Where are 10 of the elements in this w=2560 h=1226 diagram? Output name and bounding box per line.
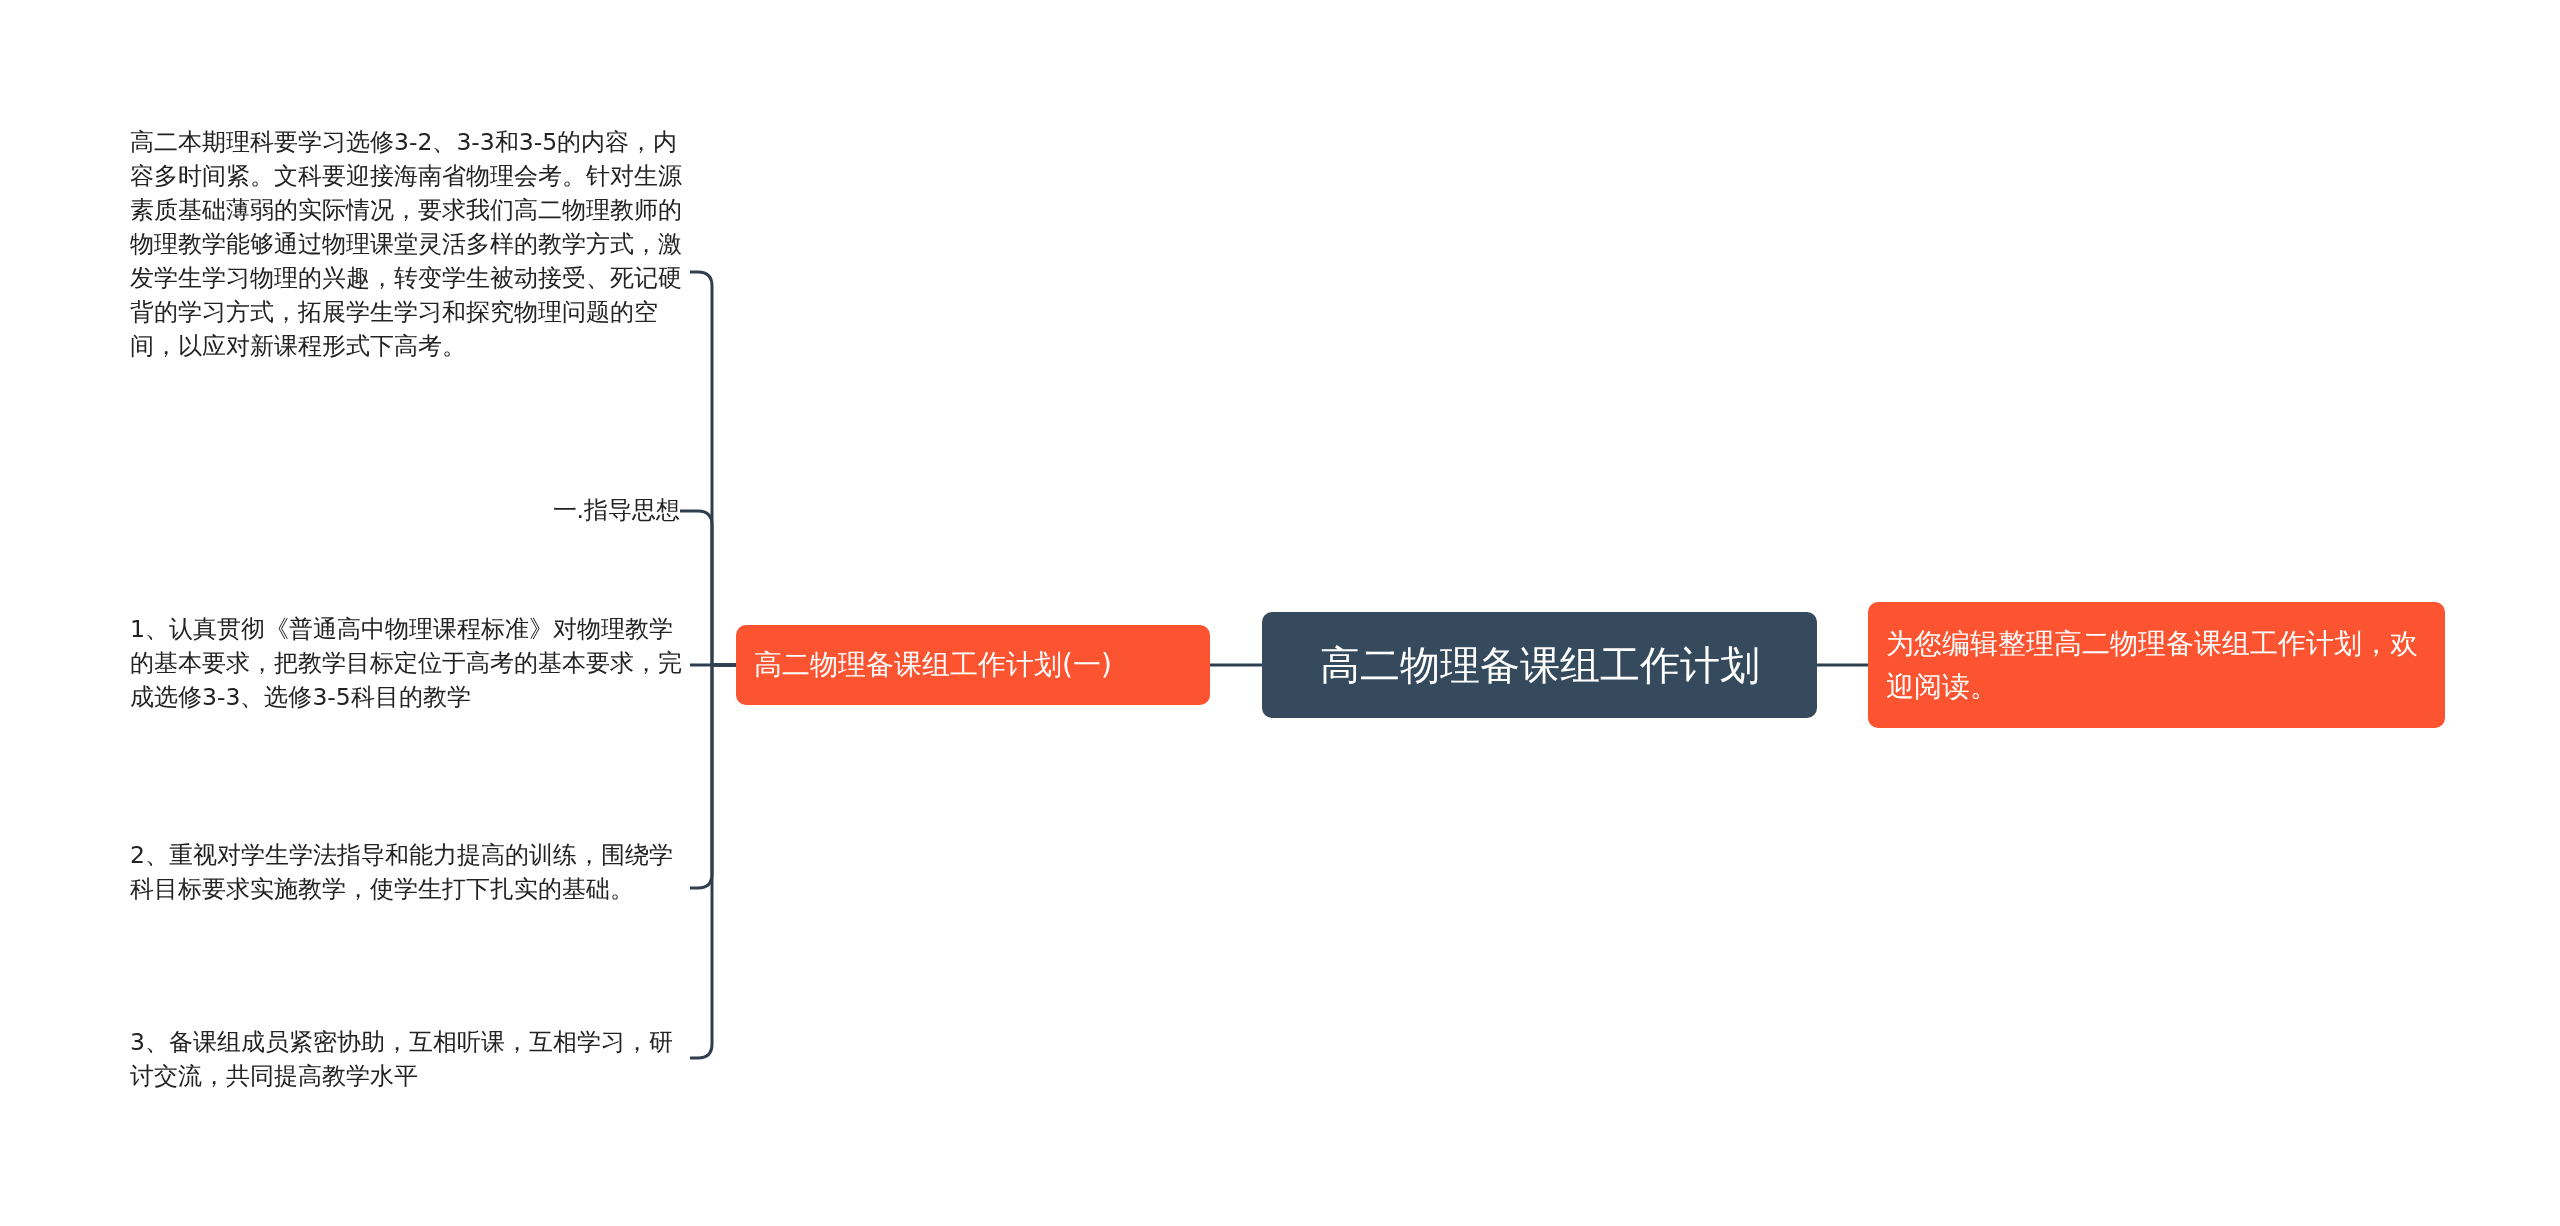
topic-text: 2、重视对学生学法指导和能力提高的训练，围绕学科目标要求实施教学，使学生打下扎实的基础。	[130, 838, 690, 906]
topic-text: 一.指导思想	[400, 493, 680, 527]
connector-line	[1210, 663, 1262, 667]
topic-text: 1、认真贯彻《普通高中物理课程标准》对物理教学的基本要求，把教学目标定位于高考的基本要求，完成选修3-3、选修3-5科目的教学	[130, 612, 690, 714]
topic-box: 高二物理备课组工作计划(一)	[736, 625, 1210, 705]
topic-text: 3、备课组成员紧密协助，互相听课，互相学习，研讨交流，共同提高教学水平	[130, 1025, 690, 1093]
central-topic-box: 高二物理备课组工作计划	[1262, 612, 1817, 718]
topic-box: 为您编辑整理高二物理备课组工作计划，欢迎阅读。	[1868, 602, 2445, 728]
connector-line	[1817, 663, 1868, 667]
topic-text: 高二本期理科要学习选修3-2、3-3和3-5的内容，内容多时间紧。文科要迎接海南省物理会考。针对生源素质基础薄弱的实际情况，要求我们高二物理教师的物理教学能够通过物理课堂灵活多样的教学方式，激发学生学习物理的兴趣，转变学生被动接受、死记硬背的学习方式，拓展学生学习和探究物理问题的空间，以应对新课程形式下高考。	[130, 125, 690, 363]
